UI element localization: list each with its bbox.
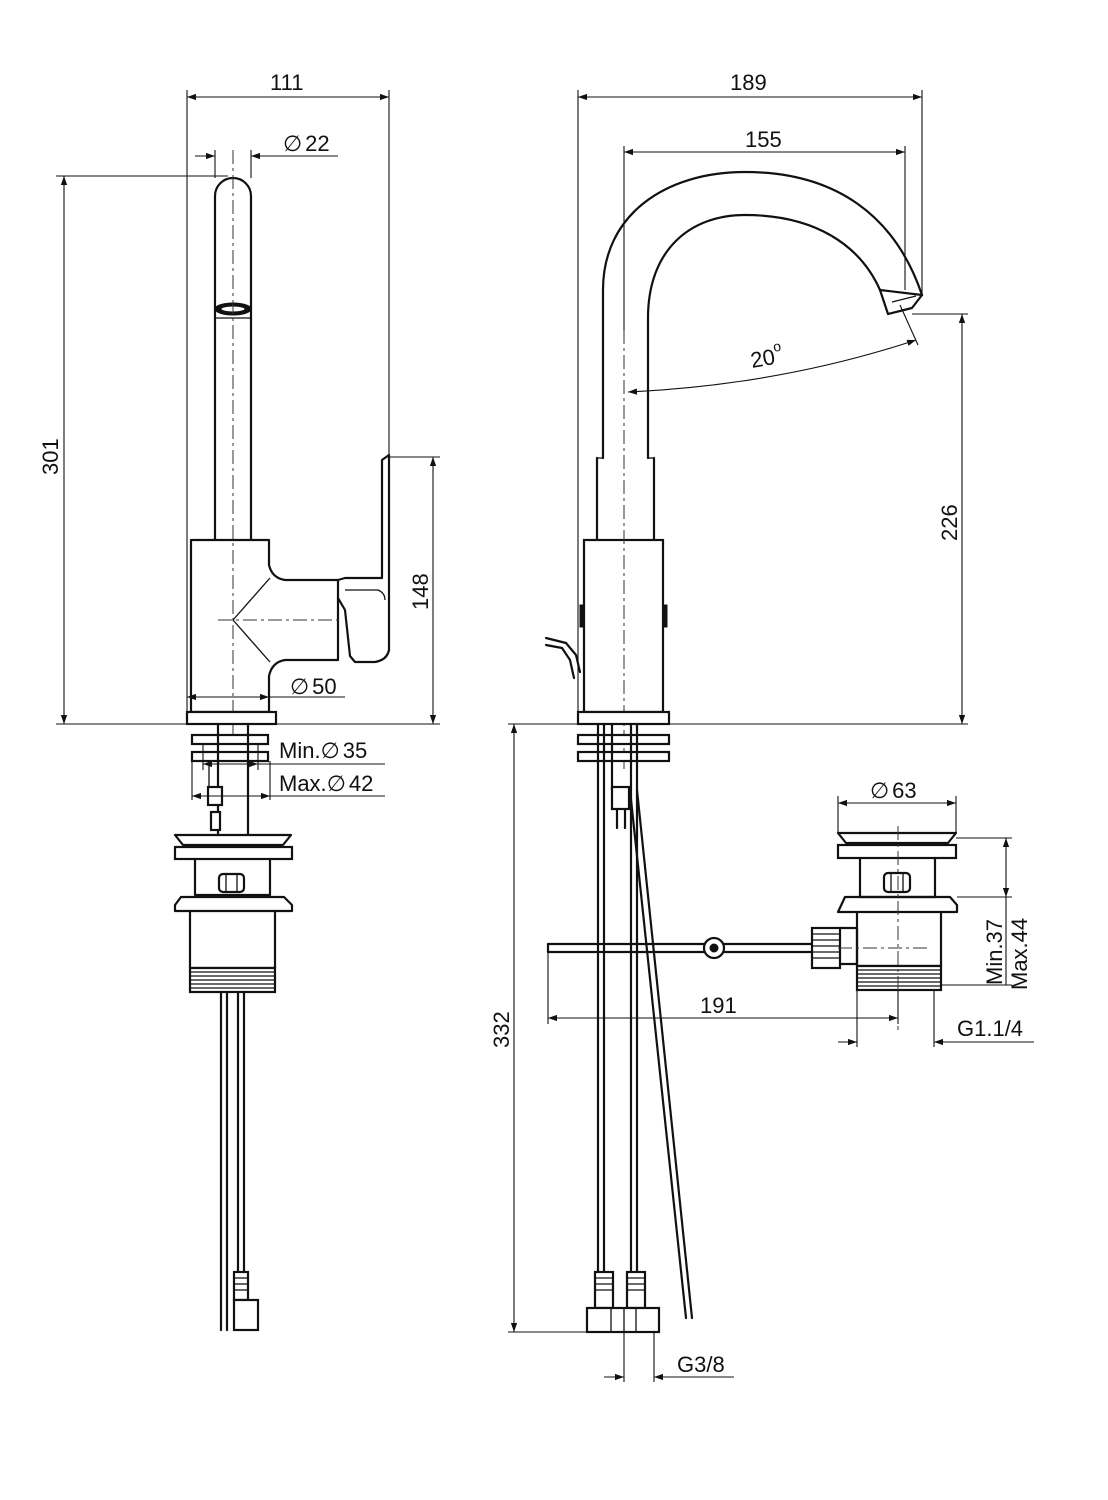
front-base-plate xyxy=(185,710,278,726)
front-waste xyxy=(173,833,294,994)
dim-waste-max: Max.44 xyxy=(1007,918,1032,990)
dim-width-front: 111 xyxy=(270,70,303,95)
dim-spout-diameter: ∅22 xyxy=(283,131,330,156)
front-view xyxy=(173,150,391,1332)
dim-body-diameter: ∅50 xyxy=(290,674,337,699)
dim-waste-min: Min.37 xyxy=(982,919,1007,985)
dim-hole-min: Min.∅35 xyxy=(279,738,367,763)
dim-lever-height: 148 xyxy=(408,573,433,610)
dim-waste-diameter: ∅63 xyxy=(870,778,917,803)
dim-width-side: 189 xyxy=(730,70,767,95)
dim-supply-thread: G3/8 xyxy=(677,1352,725,1377)
dim-height-total: 301 xyxy=(38,438,63,475)
side-supply-fittings xyxy=(585,1270,661,1334)
dim-below-deck: 332 xyxy=(489,1011,514,1048)
dim-rod-length: 191 xyxy=(700,993,737,1018)
side-view xyxy=(544,170,959,1334)
dim-spout-angle: 20o xyxy=(748,338,785,373)
front-lever xyxy=(336,453,391,664)
dim-waste-thread: G1.1/4 xyxy=(957,1016,1023,1041)
side-base-plate xyxy=(576,710,671,726)
side-dimensions: 189 155 20o 226 332 ∅63 Min.37 Max.44 xyxy=(489,70,1034,1382)
dim-spout-reach: 155 xyxy=(745,127,782,152)
side-spout xyxy=(601,170,924,460)
dim-hole-max: Max.∅42 xyxy=(279,771,373,796)
dim-spout-height: 226 xyxy=(937,504,962,541)
side-waste xyxy=(810,826,959,1030)
front-dimensions: 111 ∅22 301 148 ∅50 Min.∅35 Max.∅42 xyxy=(38,70,440,800)
front-body xyxy=(189,538,340,714)
